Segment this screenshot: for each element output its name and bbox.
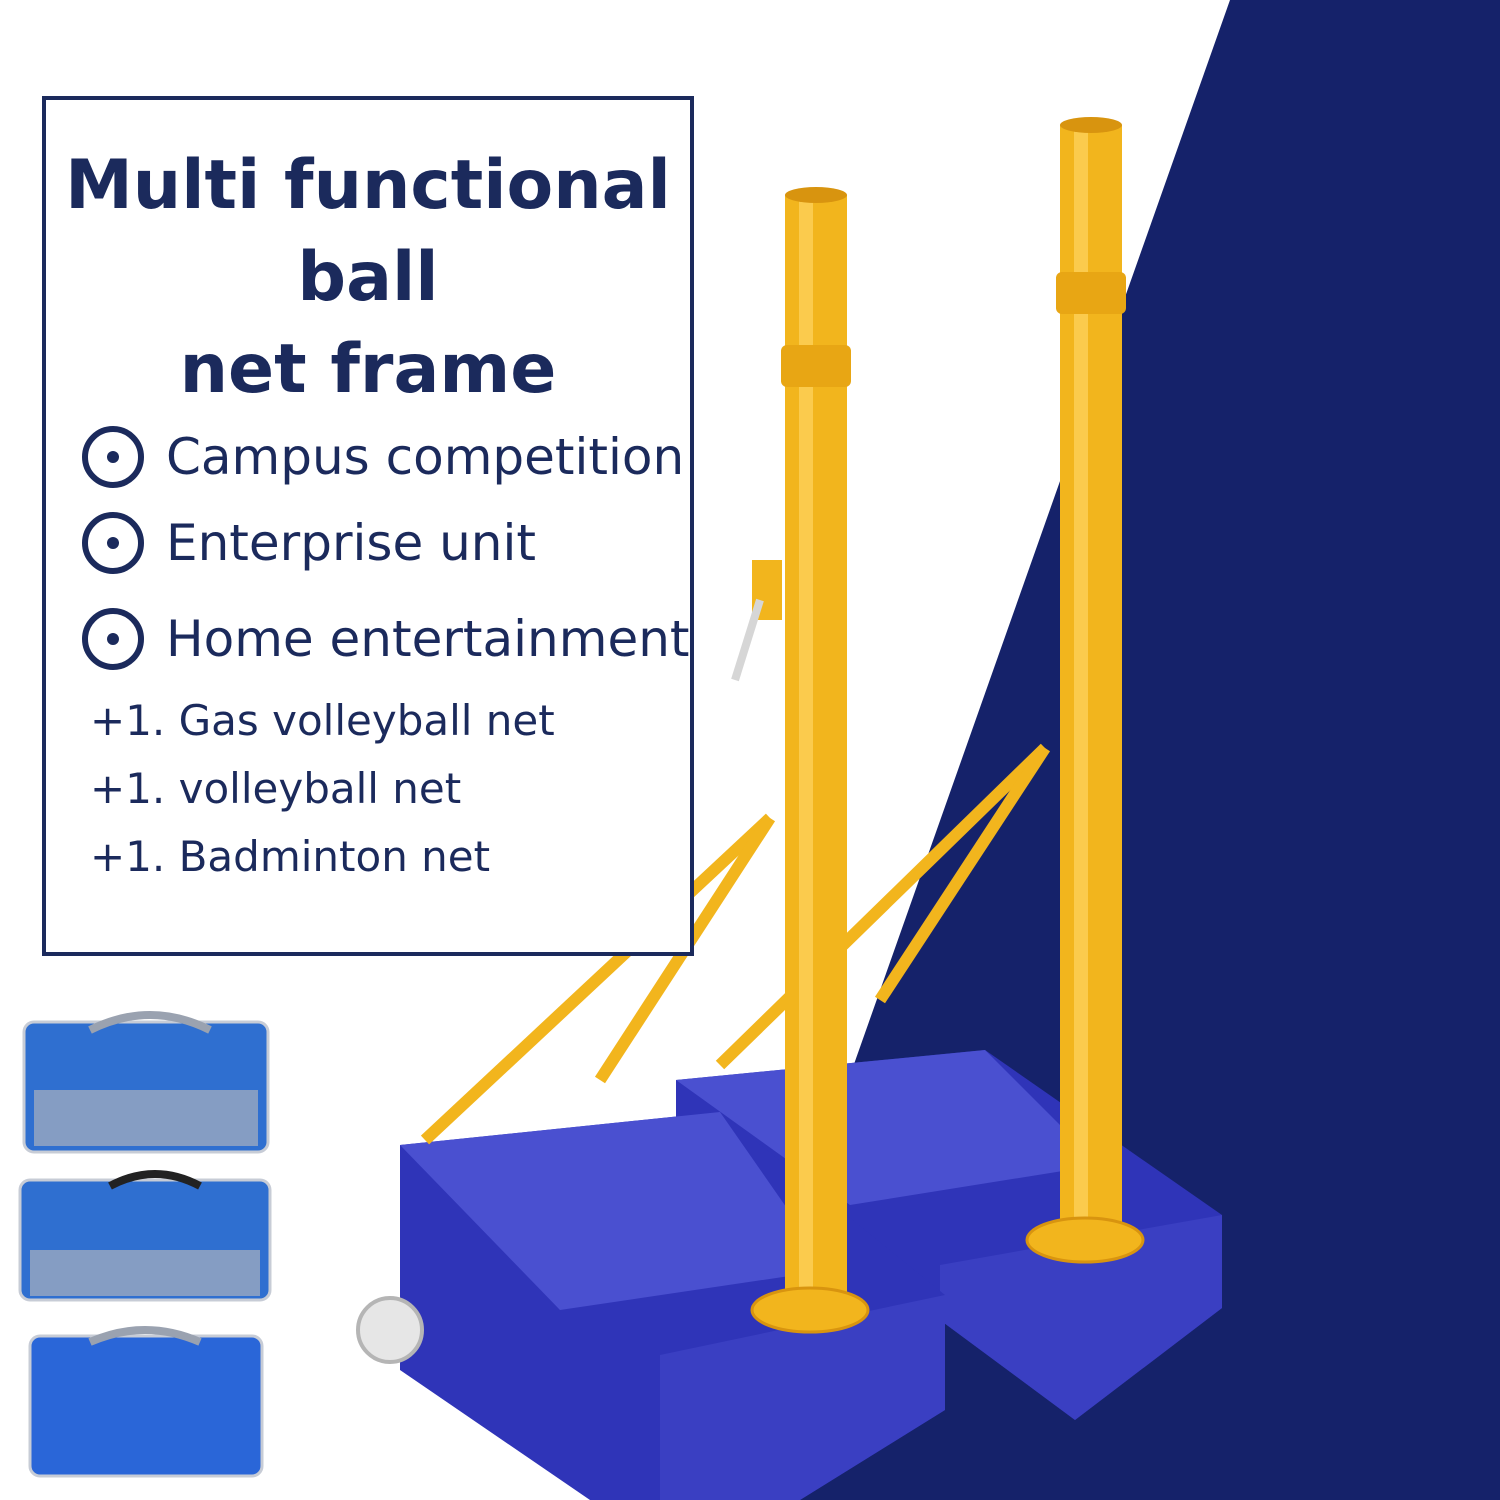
target-bullet-icon	[82, 426, 144, 488]
include-item: +1. volleyball net	[90, 764, 462, 813]
carry-bag-bottom	[28, 1334, 264, 1478]
title-line-2: ball	[297, 238, 439, 317]
title-line-1: Multi functional	[65, 146, 671, 225]
use-label: Campus competition	[166, 428, 685, 486]
use-item-campus: Campus competition	[82, 426, 684, 488]
wheel-icon	[356, 1296, 424, 1364]
feature-info-box: Multi functional ball net frame Campus c…	[42, 96, 694, 956]
use-label: Enterprise unit	[166, 514, 536, 572]
use-item-enterprise: Enterprise unit	[82, 512, 536, 574]
target-bullet-icon	[82, 512, 144, 574]
use-label: Home entertainment	[166, 610, 690, 668]
net-carry-bags	[18, 1011, 272, 1478]
use-item-home: Home entertainment	[82, 608, 690, 670]
include-item: +1. Gas volleyball net	[90, 696, 555, 745]
net-post-front	[356, 187, 945, 1500]
target-bullet-icon	[82, 608, 144, 670]
product-title: Multi functional ball net frame	[46, 140, 690, 416]
title-line-3: net frame	[179, 330, 557, 409]
include-item: +1. Badminton net	[90, 832, 491, 881]
net-post-back	[676, 117, 1222, 1420]
